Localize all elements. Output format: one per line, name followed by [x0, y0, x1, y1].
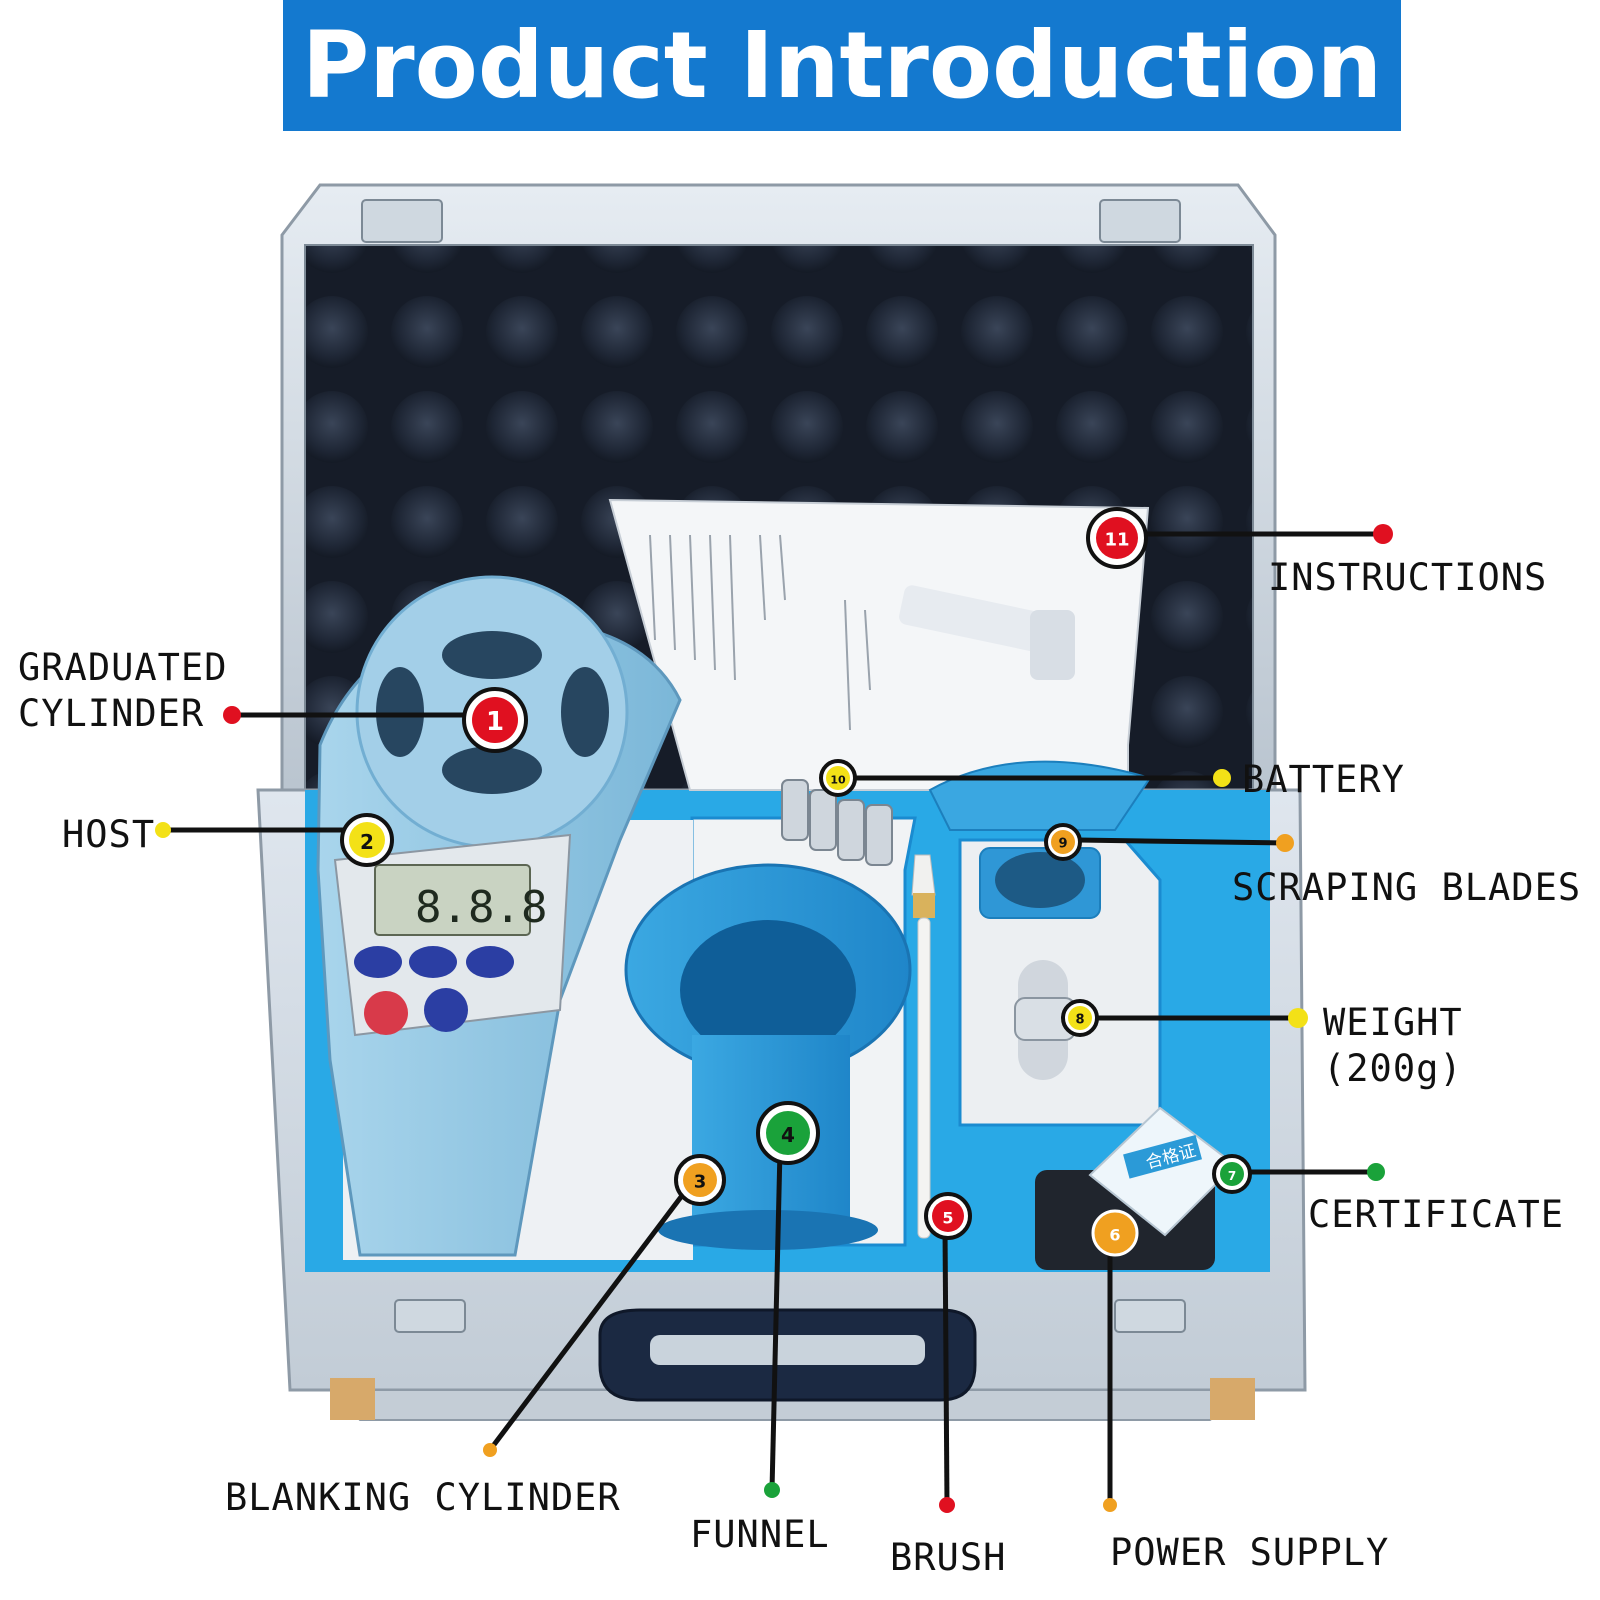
label-instructions: INSTRUCTIONS: [1268, 556, 1548, 599]
label-graduated-cylinder: GRADUATED CYLINDER: [18, 646, 228, 736]
title-banner: Product Introduction: [283, 0, 1401, 131]
page-title: Product Introduction: [301, 11, 1383, 119]
funnel: [624, 863, 912, 1250]
brush: [911, 854, 936, 1239]
label-scraping-blades: SCRAPING BLADES: [1232, 866, 1582, 909]
label-power-supply: POWER SUPPLY: [1110, 1531, 1390, 1574]
instruction-sheet: [608, 498, 1150, 791]
label-weight: WEIGHT (200g): [1323, 1001, 1463, 1091]
batteries: [781, 779, 893, 866]
label-brush: BRUSH: [890, 1536, 1007, 1579]
weight: [1014, 997, 1076, 1041]
label-battery: BATTERY: [1242, 758, 1405, 801]
label-blanking-cylinder: BLANKING CYLINDER: [225, 1476, 621, 1519]
device-screen-readout: 8.8.8: [415, 882, 547, 933]
label-host: HOST: [62, 813, 156, 856]
label-funnel: FUNNEL: [690, 1513, 830, 1556]
label-certificate: CERTIFICATE: [1308, 1193, 1565, 1236]
